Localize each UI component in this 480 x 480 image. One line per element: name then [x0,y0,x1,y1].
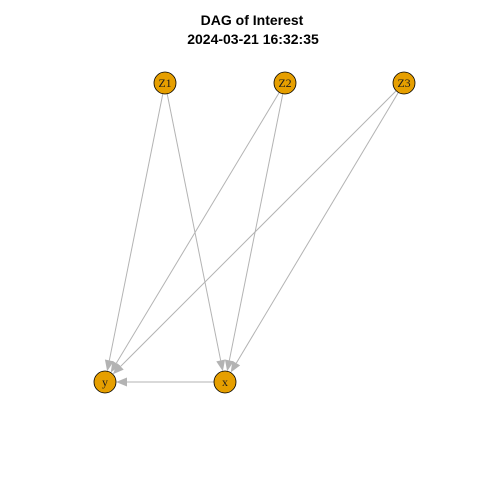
node-circle [273,71,297,95]
edge-line [120,90,397,367]
node-z3: Z3 [392,71,416,95]
edge-line [115,92,280,364]
node-label: x [222,375,228,389]
node-circle [153,71,177,95]
edge-line [108,93,164,361]
node-circle [392,71,416,95]
arrowhead [110,360,121,373]
edge-x-to-y [116,377,214,387]
node-circle [213,370,237,394]
arrowhead [216,359,226,372]
diagram-title: DAG of Interest [201,12,304,28]
node-x: x [213,370,237,394]
node-circle [93,370,117,394]
arrowhead [104,359,114,372]
node-label: Z1 [158,76,171,90]
edge-z3-to-y [112,90,397,375]
arrowhead [116,377,127,387]
node-label: Z2 [278,76,291,90]
edge-z2-to-x [224,93,284,372]
edge-z2-to-y [110,92,280,373]
node-label: y [102,375,108,389]
arrowhead [230,360,241,373]
node-label: Z3 [397,76,410,90]
edge-z1-to-x [166,93,226,372]
edges-layer [104,90,399,387]
edge-line [228,93,284,361]
arrowhead [224,359,234,372]
node-z1: Z1 [153,71,177,95]
edge-z3-to-x [230,92,399,373]
node-z2: Z2 [273,71,297,95]
node-y: y [93,370,117,394]
arrowhead [112,363,124,375]
edge-line [235,92,399,364]
nodes-layer: Z1 Z2 Z3 y x [93,71,416,394]
edge-line [166,93,222,361]
edge-z1-to-y [104,93,164,372]
diagram-timestamp: 2024-03-21 16:32:35 [187,31,319,47]
